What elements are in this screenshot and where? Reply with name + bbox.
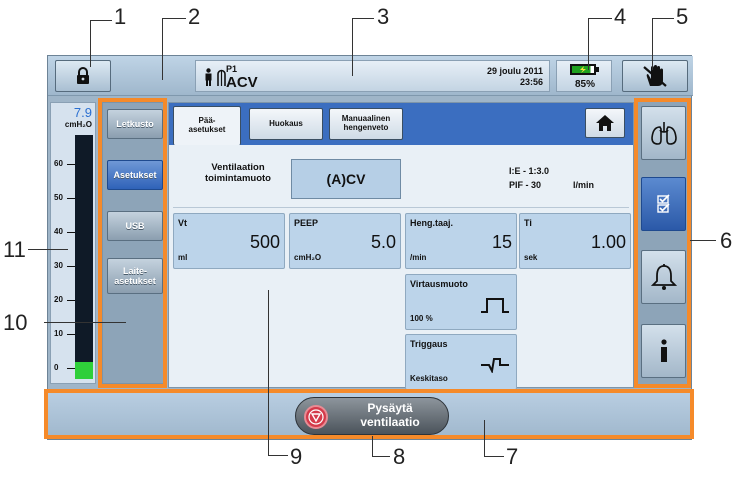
tab-manuaalinen-hengenveto[interactable]: Manuaalinen hengenveto [329,108,403,140]
pressure-bar-fill [75,362,93,379]
callout-1: 1 [114,4,127,29]
home-button[interactable] [585,108,625,138]
menu-asetukset[interactable]: Asetukset [107,160,163,190]
gauge-tick: 20 [54,295,63,304]
callout-5: 5 [676,4,689,29]
tab-paaasetukset[interactable]: Pää- asetukset [173,106,241,145]
alarm-silence-button[interactable] [622,60,688,92]
tab-bar: Pää- asetukset Huokaus Manuaalinen henge… [169,103,633,145]
menu-label: Asetukset [113,169,157,180]
info-button[interactable] [641,324,686,378]
menu-label: Laite- asetukset [114,265,156,286]
stop-ventilation-button[interactable]: Pysäytä ventilaatio [295,397,449,435]
battery-status: 85% [556,60,612,92]
settings-checklist-button[interactable] [641,177,686,231]
callout-2: 2 [188,4,201,29]
info-icon [660,339,667,362]
bell-icon [650,264,677,290]
menu-empty-area [107,333,163,381]
time-label: 23:56 [519,77,543,87]
adult-patient-icon [205,68,212,86]
square-wave-icon [481,298,509,313]
ventilation-mode-field[interactable]: (A)CV [291,159,401,199]
pressure-bar-track [75,135,93,379]
ie-ratio-readout: I:E - 1:3.0 [509,166,550,176]
pif-unit: l/min [573,180,595,190]
menu-label: USB [125,220,145,231]
left-menu: Letkusto Asetukset USB Laite- asetukset [102,102,166,384]
alarms-button[interactable] [641,250,686,304]
param-flow-pattern[interactable]: Virtausmuoto 100 % [405,274,517,330]
pressure-value: 7.9 [73,105,92,120]
menu-laiteasetukset[interactable]: Laite- asetukset [107,258,163,294]
patient-status-box: P1 ACV 29 joulu 2011 23:56 [195,60,550,92]
home-icon [596,115,614,131]
right-menu [638,102,688,386]
section-divider [173,207,629,208]
menu-usb[interactable]: USB [107,211,163,241]
lock-icon [77,67,89,84]
top-bar: P1 ACV 29 joulu 2011 23:56 85% [48,56,693,96]
gauge-tick: 10 [54,329,63,338]
gauge-tick: 50 [54,193,63,202]
param-breath-rate[interactable]: Heng.taaj. 15 /min [405,213,517,269]
hand-icon [643,65,667,87]
bottom-bar: Pysäytä ventilaatio [48,391,693,439]
param-trigger[interactable]: Triggaus Keskitaso [405,334,517,390]
gauge-tick: 40 [54,227,63,236]
gauge-tick: 30 [54,261,63,270]
callout-9: 9 [290,444,303,469]
circuit-icon [217,69,226,86]
lungs-button[interactable] [641,106,686,160]
patient-id: P1 [226,64,238,74]
checklist-icon [656,194,670,213]
settings-panel: Pää- asetukset Huokaus Manuaalinen henge… [168,102,634,390]
stop-ventilation-label: Pysäytä ventilaatio [360,401,420,429]
trigger-wave-icon [481,358,509,373]
tab-huokaus[interactable]: Huokaus [249,108,323,140]
param-peep[interactable]: PEEP 5.0 cmH₂O [289,213,401,269]
param-ti[interactable]: Ti 1.00 sek [519,213,631,269]
callout-8: 8 [393,444,406,469]
pif-readout: PIF - 30 [509,180,542,190]
menu-letkusto[interactable]: Letkusto [107,109,163,139]
callout-3: 3 [377,4,390,29]
ventilation-mode-label: Ventilaation toimintamuoto [205,162,271,184]
ventilator-screen: P1 ACV 29 joulu 2011 23:56 85% [47,55,693,440]
date-label: 29 joulu 2011 [486,66,543,76]
callout-10: 10 [3,310,28,335]
callout-11: 11 [3,237,26,262]
charging-bolt-icon [580,66,586,73]
callout-7: 7 [506,444,519,469]
stop-icon [304,405,328,429]
gauge-tick: 0 [54,363,59,372]
param-vt[interactable]: Vt 500 ml [173,213,285,269]
lock-button[interactable] [55,60,111,92]
pressure-unit: cmH₂O [64,120,92,129]
pressure-gauge: 7.9 cmH₂O 60 50 40 30 20 10 0 [50,102,96,384]
callout-6: 6 [720,228,733,253]
mode-indicator: ACV [226,74,258,91]
callout-4: 4 [614,4,627,29]
battery-percent: 85% [574,79,595,90]
menu-label: Letkusto [116,118,154,129]
lungs-icon [650,122,677,145]
battery-icon [570,64,596,75]
gauge-tick: 60 [54,159,63,168]
